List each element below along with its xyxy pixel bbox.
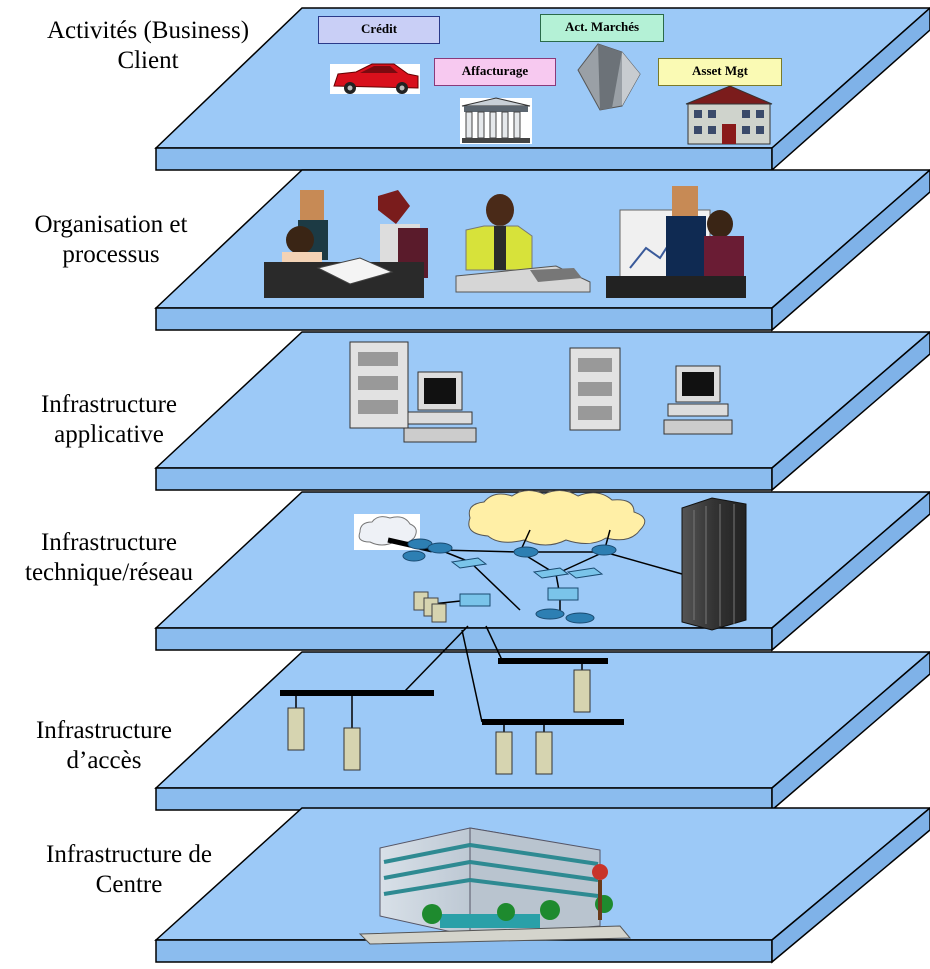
layer-label-business: Activités (Business) Client	[0, 16, 296, 76]
access-terminals	[287, 669, 591, 775]
layer-label-acces-line2: d’accès	[66, 747, 142, 774]
layer-label-organisation-line2: processus	[62, 241, 160, 268]
network-cloud-large	[468, 490, 646, 546]
layer-label-applicative-line1: Infrastructure	[40, 391, 178, 418]
layer-label-organisation-line1: Organisation et	[34, 211, 188, 238]
layer-label-technique-line1: Infrastructure	[40, 529, 178, 556]
server-icon-1	[349, 341, 409, 429]
network-server-small	[413, 591, 447, 623]
switch-icons	[450, 557, 604, 607]
layer-label-acces-line1: Infrastructure	[35, 717, 173, 744]
router-icons	[402, 538, 617, 624]
layer-label-technique-line2: technique/réseau	[25, 559, 193, 586]
access-links	[280, 625, 624, 734]
layer-label-organisation: Organisation et processus	[0, 210, 222, 270]
skyscraper-icon	[577, 43, 641, 111]
presentation-icon	[606, 186, 746, 298]
workstation-icon-2	[663, 365, 733, 435]
tag-act-marches: Act. Marchés	[540, 14, 664, 42]
workstation-icon-1	[403, 371, 477, 443]
tag-asset-mgt: Asset Mgt	[658, 58, 782, 86]
layer-label-applicative-line2: applicative	[54, 421, 164, 448]
layer-label-applicative: Infrastructure applicative	[0, 390, 218, 450]
bank-building-icon	[460, 97, 532, 144]
plate-acces	[154, 651, 930, 812]
layer-label-technique: Infrastructure technique/réseau	[0, 528, 218, 588]
server-icon-2	[569, 347, 621, 431]
layer-label-centre: Infrastructure de Centre	[0, 840, 258, 900]
mansion-icon	[685, 85, 773, 145]
layer-label-business-line1: Activités (Business)	[46, 17, 250, 44]
plate-applicative	[154, 331, 930, 492]
layer-label-centre-line2: Centre	[95, 871, 163, 898]
phone-worker-icon	[455, 194, 591, 293]
plate-organisation	[154, 169, 930, 332]
data-centre-building-icon	[358, 827, 632, 945]
tag-credit: Crédit	[318, 16, 440, 44]
layer-label-acces: Infrastructure d’accès	[0, 716, 208, 776]
layer-label-centre-line1: Infrastructure de	[46, 841, 212, 868]
meeting-group-icon	[264, 190, 428, 298]
mainframe-icon	[681, 497, 747, 631]
tag-affacturage: Affacturage	[434, 58, 556, 86]
car-icon	[330, 63, 420, 94]
layer-label-business-line2: Client	[117, 47, 179, 74]
